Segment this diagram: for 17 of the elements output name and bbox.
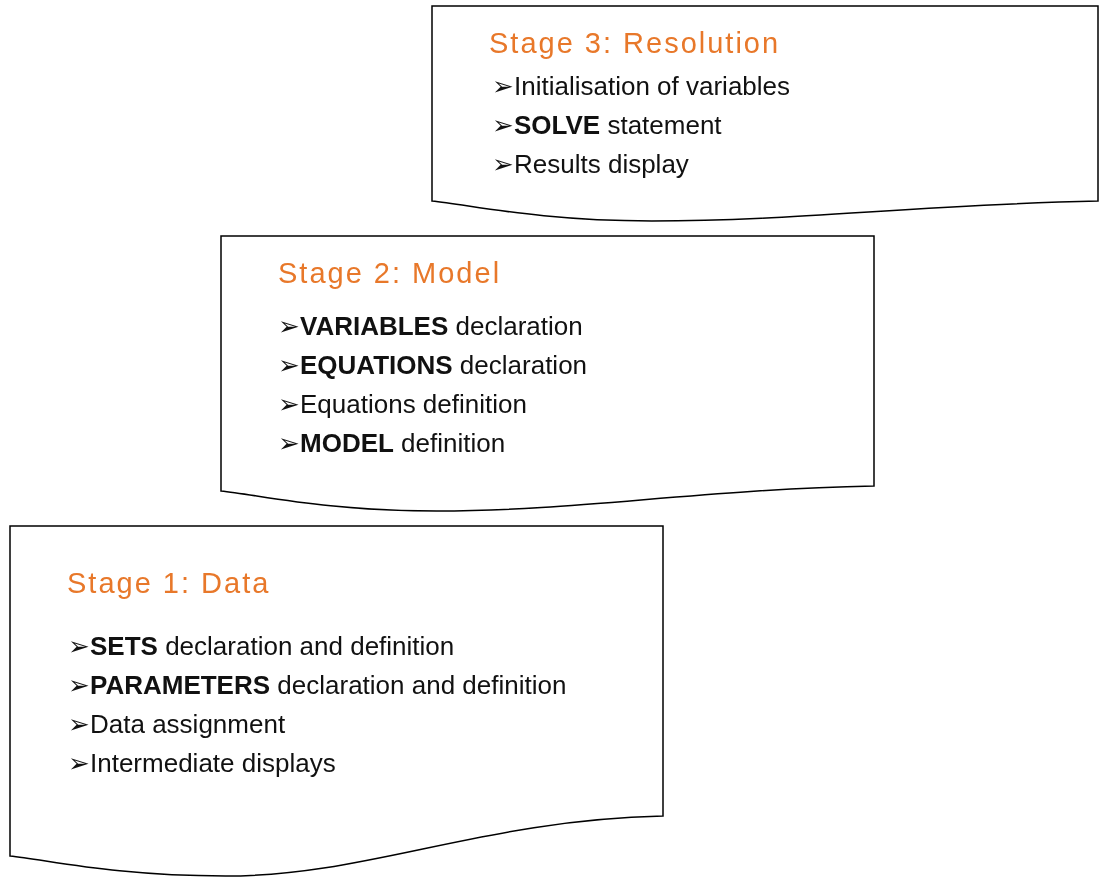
document-shape [221, 236, 874, 511]
document-shape [10, 526, 663, 876]
list-item: ➢Initialisation of variables [492, 70, 791, 102]
stage-heading: Stage 3: Resolution [489, 26, 781, 60]
list-item: ➢PARAMETERS declaration and definition [68, 669, 567, 701]
stage-heading: Stage 2: Model [278, 256, 502, 290]
list-item: ➢SETS declaration and definition [68, 630, 455, 662]
document-shape [432, 6, 1098, 221]
list-item: ➢VARIABLES declaration [278, 310, 583, 342]
list-item: ➢Data assignment [68, 708, 286, 740]
list-item: ➢SOLVE statement [492, 109, 722, 141]
list-item: ➢EQUATIONS declaration [278, 349, 588, 381]
list-item: ➢MODEL definition [278, 427, 506, 459]
list-item: ➢Intermediate displays [68, 747, 336, 779]
list-item: ➢Equations definition [278, 388, 527, 420]
list-item: ➢Results display [492, 148, 689, 180]
stage-heading: Stage 1: Data [67, 566, 271, 600]
